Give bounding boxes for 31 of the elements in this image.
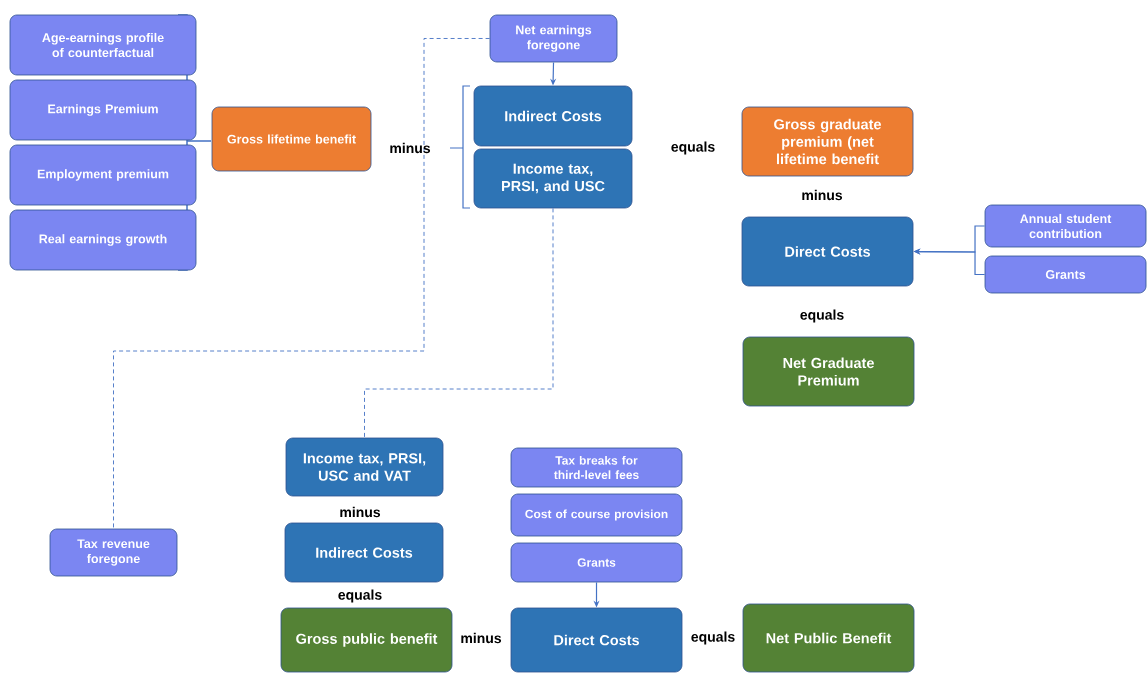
benefit-box: Gross lifetime benefit — [211, 106, 372, 172]
result-box: Net Public Benefit — [742, 603, 915, 673]
input-box: Tax revenue foregone — [49, 528, 178, 577]
benefit-box: Gross graduate premium (net lifetime benefit — [741, 106, 914, 177]
operator-label: equals — [800, 309, 844, 323]
result-box: Gross public benefit — [280, 607, 453, 673]
input-box: Net earnings foregone — [489, 14, 618, 63]
operator-label: equals — [338, 589, 382, 603]
input-box: Tax breaks for third-level fees — [510, 447, 683, 488]
input-box: Grants — [510, 542, 683, 583]
connector — [113, 38, 491, 530]
cost-box: Income tax, PRSI, USC and VAT — [285, 437, 444, 497]
input-box: Earnings Premium — [9, 79, 197, 141]
operator-label: minus — [390, 142, 431, 154]
cost-box: Indirect Costs — [284, 522, 444, 583]
operator-label: minus — [340, 506, 381, 518]
cost-box: Direct Costs — [741, 216, 914, 287]
operator-label: equals — [691, 631, 735, 645]
input-box: Annual student contribution — [984, 204, 1147, 248]
input-box: Grants — [984, 255, 1147, 294]
operator-label: minus — [461, 632, 502, 644]
input-box: Age-earnings profile of counterfactual — [9, 14, 197, 76]
cost-box: Indirect Costs — [473, 85, 633, 147]
cost-box: Direct Costs — [510, 607, 683, 673]
input-box: Employment premium — [9, 144, 197, 206]
operator-label: minus — [802, 189, 843, 201]
input-box: Cost of course provision — [510, 493, 683, 537]
cost-box: Income tax, PRSI, and USC — [473, 148, 633, 209]
result-box: Net Graduate Premium — [742, 336, 915, 407]
operator-label: equals — [671, 141, 715, 155]
input-box: Real earnings growth — [9, 209, 197, 271]
